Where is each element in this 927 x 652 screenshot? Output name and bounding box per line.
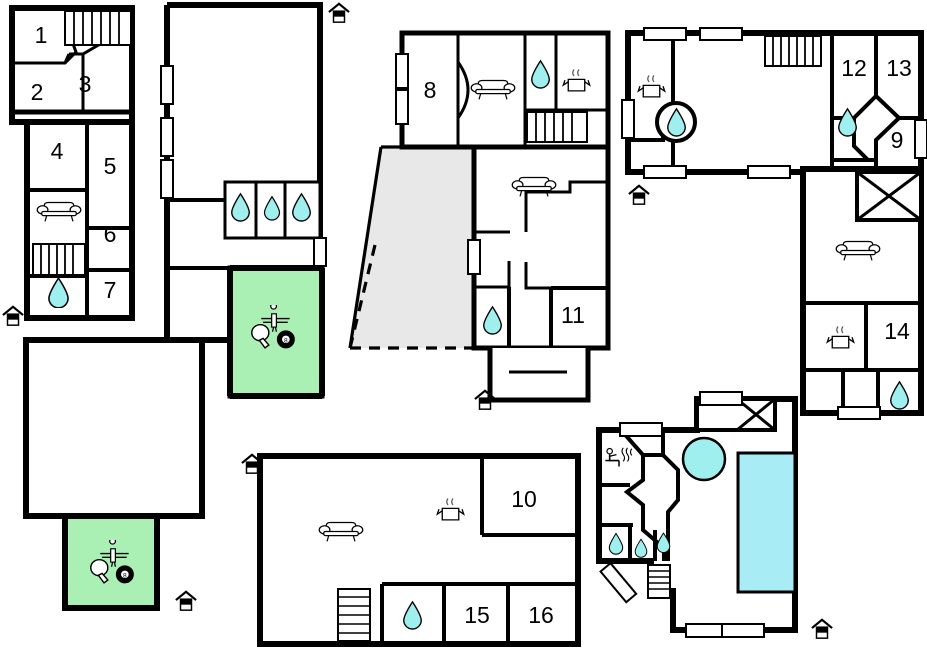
room-label-13: 13 [886, 55, 912, 81]
room-label-7: 7 [104, 277, 117, 303]
room-label-16: 16 [528, 602, 554, 628]
room-label-9: 9 [891, 127, 904, 153]
block-pool [596, 391, 798, 638]
house-entrance-icon [327, 2, 351, 24]
room-label-14: 14 [884, 318, 910, 344]
house-entrance-icon [810, 618, 834, 640]
stairs-icon [32, 243, 86, 276]
room-label-15: 15 [464, 602, 490, 628]
room-label-10: 10 [511, 486, 537, 512]
room-label-4: 4 [51, 138, 64, 164]
window-icon [313, 237, 327, 267]
swimming-pool [736, 451, 797, 594]
window-icon [621, 27, 927, 420]
house-entrance-icon [174, 590, 198, 612]
room-label-11: 11 [561, 302, 585, 328]
door-icon [599, 561, 638, 604]
room-label-8: 8 [424, 77, 437, 103]
window-icon [160, 65, 174, 199]
room-label-3: 3 [79, 71, 92, 97]
block-center [395, 30, 611, 403]
block-upper-right [621, 27, 927, 420]
room-label-5: 5 [104, 153, 117, 179]
stairs-icon [764, 35, 822, 67]
window-icon [619, 391, 765, 638]
window-icon [395, 53, 409, 125]
stairs-icon [337, 588, 371, 642]
stairs-icon [64, 10, 132, 46]
crossed-box-icon [855, 170, 923, 222]
room-label-12: 12 [841, 55, 867, 81]
block-lower-center [257, 453, 581, 647]
house-entrance-icon [1, 305, 25, 327]
terrace-area [348, 145, 474, 350]
hot-tub-icon [681, 436, 727, 482]
block-lower-left [23, 337, 205, 611]
house-entrance-icon [627, 184, 651, 206]
window-icon [467, 239, 481, 275]
stairs-icon [526, 111, 588, 143]
stairs-icon [647, 564, 671, 599]
room-label-6: 6 [104, 221, 117, 247]
room-label-2: 2 [31, 79, 44, 105]
room-label-1: 1 [35, 22, 48, 48]
block-left-tall [160, 2, 327, 399]
block-upper-left [9, 5, 135, 321]
